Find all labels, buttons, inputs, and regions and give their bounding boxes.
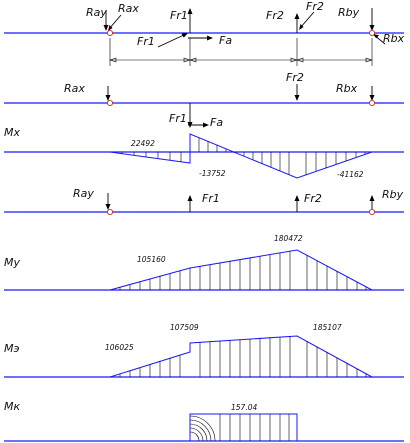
label-rby: Rby [338,6,360,19]
mx-value-13752: -13752 [199,169,226,178]
scheme-full: Ray Rax Fr1 Fr1 Fa Fr2 Fr2 Rby Rbx [4,0,405,66]
label-fr1: Fr1 [170,9,188,22]
support-a [107,29,114,36]
label-mk: Mк [4,400,20,413]
me-hatch [119,336,367,377]
diagram-mk: Mк 157.04 [4,400,404,442]
mx-value-41162: -41162 [337,170,364,179]
label-rbx-2: Rbx [336,82,358,95]
me-value-107509: 107509 [170,323,199,332]
diagram-my: My 105160 180472 [4,234,404,291]
label-fr2-b: Fr2 [306,0,324,13]
fr2-diag-arrow [299,11,315,29]
label-fr2: Fr2 [266,9,284,22]
diagram-mx: Mx 22492 -13752 -41162 [4,126,404,179]
mx-hatch [121,138,366,175]
my-value-105160: 105160 [137,255,166,264]
label-ray-4: Ray [73,187,94,200]
label-fr1-b: Fr1 [137,35,155,48]
mk-value-157: 157.04 [231,403,257,412]
me-value-185107: 185107 [313,323,342,332]
me-value-106025: 106025 [105,343,134,352]
label-rax-2: Rax [64,82,85,95]
label-mx: Mx [4,126,20,139]
me-curve [109,335,373,378]
label-fa-2: Fa [210,116,223,129]
my-value-180472: 180472 [274,234,303,243]
mk-rect [189,413,298,442]
label-fa: Fa [219,34,232,47]
diagram-me: Mэ 106025 107509 185107 [4,323,404,378]
label-rbx: Rbx [383,32,405,45]
label-ray: Ray [86,6,107,19]
mk-hatch [189,414,290,442]
support-b [368,29,375,36]
label-fr1-2: Fr1 [169,112,187,125]
label-fr2-4: Fr2 [304,192,322,205]
label-rax: Rax [118,2,139,15]
my-hatch [119,251,367,290]
fa-arrow-diag [157,33,187,48]
label-fr1-4: Fr1 [202,192,220,205]
label-me: Mэ [4,342,20,355]
scheme-vertical: Ray Fr1 Fr2 Rby [4,187,404,215]
mx-curve [109,133,373,179]
label-my: My [4,256,20,269]
scheme-horizontal: Rax Fr2 Rbx Fr1 Fa [4,71,404,129]
label-fr2-2: Fr2 [286,71,304,84]
mx-value-22492: 22492 [131,139,155,148]
label-rby-4: Rby [382,188,404,201]
